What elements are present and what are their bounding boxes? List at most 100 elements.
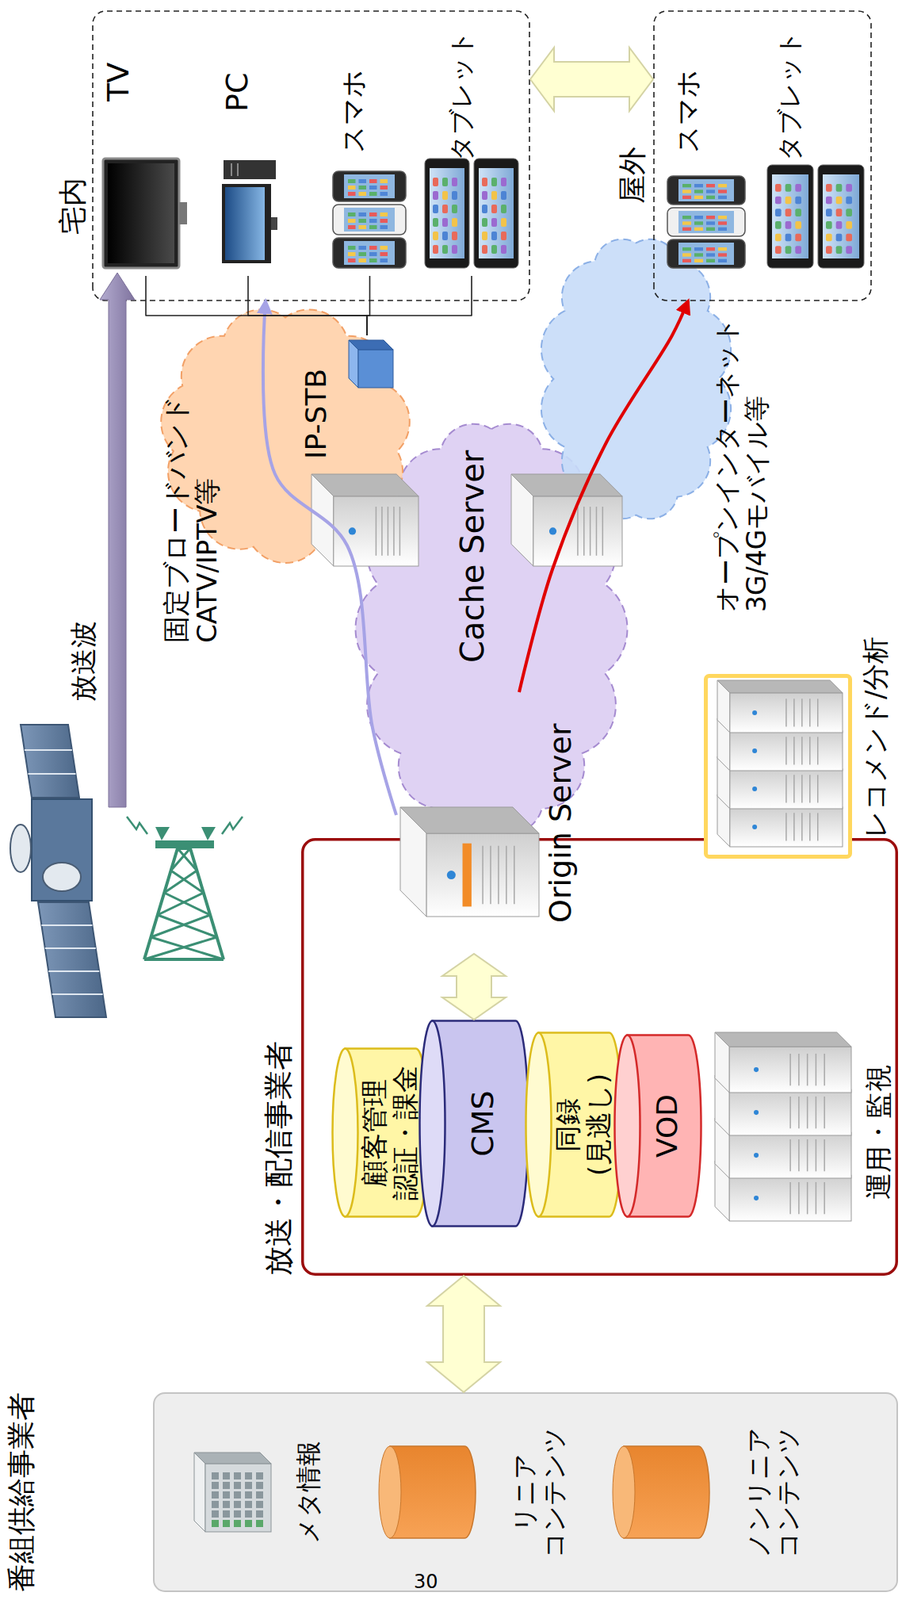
device-label: タブレット: [775, 30, 805, 161]
app-icon: [785, 233, 792, 242]
app-icon: [491, 191, 497, 200]
app-icon: [491, 177, 497, 187]
node-outline: [531, 220, 742, 538]
server-slot: [806, 1096, 809, 1128]
app-icon: [794, 208, 802, 217]
app-icon: [369, 212, 378, 217]
server-slot: [817, 774, 819, 803]
app-icon: [369, 225, 378, 230]
billing-db: 顧客管理 認証・課金: [331, 1047, 430, 1218]
app-icon: [380, 258, 389, 263]
server-front: [730, 730, 843, 771]
device-label: タブレット: [447, 30, 477, 161]
app-icon: [682, 259, 692, 263]
tower-lattice: [144, 936, 218, 960]
tablet-icon: [817, 164, 864, 268]
wave-label: 放送波: [68, 620, 100, 702]
tablet-icon: [767, 164, 814, 268]
app-icon: [369, 258, 378, 263]
tv-frame: [103, 158, 180, 268]
app-icon: [825, 221, 833, 230]
appliance-cell: [256, 1519, 264, 1527]
app-icon: [380, 245, 389, 250]
satellite-dish: [42, 862, 81, 891]
cylinder-top: [332, 1048, 359, 1217]
appliance-cell: [211, 1509, 219, 1518]
group-box: [153, 1392, 898, 1591]
app-icon: [706, 215, 715, 219]
app-icon: [500, 244, 507, 254]
appliance-cell: [256, 1490, 264, 1499]
app-icon: [825, 208, 833, 217]
server-led: [752, 748, 757, 753]
app-icon: [682, 183, 692, 188]
app-icon: [347, 185, 356, 190]
phone-body: [332, 204, 406, 235]
server-front: [533, 496, 623, 566]
node-outline: [348, 402, 635, 855]
phone-screen: [343, 240, 395, 265]
app-icon: [706, 195, 715, 199]
server-slot: [481, 845, 484, 904]
tablet-icon: [424, 158, 470, 268]
server-slot: [801, 812, 803, 841]
server-slot: [393, 506, 395, 556]
app-icon: [359, 185, 367, 190]
server-slot: [817, 812, 819, 841]
linear-content-item: リニア コンテンツ: [372, 1410, 571, 1574]
server-slot: [375, 506, 378, 556]
app-icon: [481, 204, 488, 214]
server-slot: [789, 1181, 792, 1214]
server-slot: [793, 698, 795, 727]
database-cylinder: [615, 1035, 702, 1217]
operations-servers: 運用・監視: [709, 1036, 896, 1227]
app-icon: [682, 227, 692, 231]
group-box: [302, 839, 898, 1275]
app-icon: [481, 177, 488, 187]
smartphone-device: スマホ: [659, 22, 753, 276]
app-icon: [718, 227, 727, 231]
appliance-cell: [222, 1509, 230, 1518]
app-icon: [451, 177, 458, 187]
app-icon: [380, 212, 389, 217]
app-icon: [836, 183, 843, 192]
cylinder-body: [389, 1445, 476, 1538]
server-front: [729, 1089, 852, 1136]
server-slot: [806, 1053, 809, 1086]
app-icon: [694, 227, 704, 231]
phone-body: [667, 175, 746, 205]
app-icon: [359, 258, 367, 263]
server-slot: [399, 506, 402, 556]
app-icon: [794, 221, 802, 230]
server-slot: [798, 1181, 800, 1214]
appliance-cell: [244, 1490, 253, 1499]
app-icon: [718, 183, 727, 188]
server-slot: [785, 698, 788, 727]
cylinder-top: [526, 1032, 552, 1217]
group-heading: 番組供給事業者: [4, 1391, 38, 1592]
app-icon: [682, 195, 692, 199]
appliance-cell: [233, 1481, 241, 1489]
phone-body: [332, 171, 406, 202]
app-icon: [836, 221, 843, 230]
server-icon: [714, 1031, 852, 1093]
tower-lattice: [150, 936, 224, 960]
tablet-device: タブレット: [420, 18, 524, 276]
appliance-cell: [244, 1471, 253, 1480]
app-icon: [718, 189, 727, 193]
app-icon: [347, 225, 356, 230]
app-icon: [451, 217, 458, 227]
app-icon: [694, 221, 704, 225]
app-icon: [794, 233, 802, 242]
app-icon: [432, 231, 439, 241]
app-icon: [347, 212, 356, 217]
server-slot: [809, 774, 811, 803]
app-icon: [369, 185, 378, 190]
db-label: VOD: [650, 1093, 684, 1158]
internet-cloud: オープンインターネット 3G/4Gモバイル等: [531, 220, 742, 538]
phone-screen: [678, 179, 734, 202]
server-led: [447, 870, 456, 880]
app-icon: [775, 208, 782, 217]
server-slot: [809, 698, 811, 727]
